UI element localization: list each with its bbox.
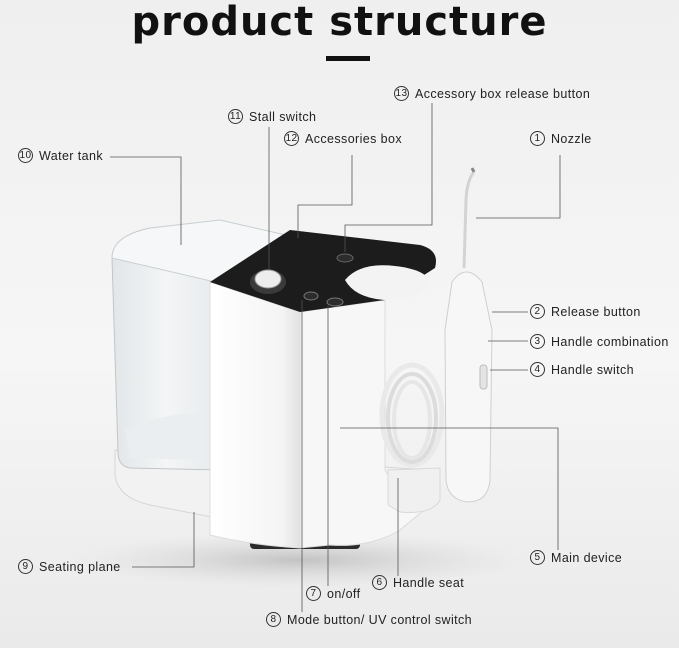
label-handle-seat: 6 Handle seat <box>372 575 464 590</box>
leader-accessory-release <box>345 103 432 252</box>
label-release-button: 2 Release button <box>530 304 641 319</box>
label-number: 7 <box>306 586 321 601</box>
label-number: 2 <box>530 304 545 319</box>
label-text: Nozzle <box>551 132 592 146</box>
handle-seat-block <box>388 468 440 513</box>
label-number: 3 <box>530 334 545 349</box>
label-on-off: 7 on/off <box>306 586 360 601</box>
handle-switch-button <box>480 365 487 389</box>
label-text: Seating plane <box>39 560 121 574</box>
label-text: Stall switch <box>249 110 316 124</box>
label-text: Accessories box <box>305 132 402 146</box>
nozzle-tip <box>472 168 474 172</box>
label-number: 13 <box>394 86 409 101</box>
label-stall-switch: 11 Stall switch <box>228 109 316 124</box>
label-number: 4 <box>530 362 545 377</box>
label-number: 9 <box>18 559 33 574</box>
label-number: 11 <box>228 109 243 124</box>
label-mode-button: 8 Mode button/ UV control switch <box>266 612 472 627</box>
label-accessory-release: 13 Accessory box release button <box>394 86 590 101</box>
label-text: Handle switch <box>551 363 634 377</box>
label-handle-combination: 3 Handle combination <box>530 334 669 349</box>
label-text: Mode button/ UV control switch <box>287 613 472 627</box>
label-number: 10 <box>18 148 33 163</box>
label-seating-plane: 9 Seating plane <box>18 559 121 574</box>
label-text: Accessory box release button <box>415 87 590 101</box>
mode-button <box>327 298 343 306</box>
nozzle-shape <box>464 172 474 268</box>
label-text: Main device <box>551 551 622 565</box>
label-handle-switch: 4 Handle switch <box>530 362 634 377</box>
label-nozzle: 1 Nozzle <box>530 131 592 146</box>
main-body <box>210 282 300 548</box>
label-text: Release button <box>551 305 641 319</box>
label-number: 12 <box>284 131 299 146</box>
stall-knob <box>255 270 281 288</box>
label-accessories-box: 12 Accessories box <box>284 131 402 146</box>
label-number: 8 <box>266 612 281 627</box>
label-main-device: 5 Main device <box>530 550 622 565</box>
label-text: Handle combination <box>551 335 669 349</box>
hose-coil-3 <box>394 382 430 458</box>
leader-accessories-box <box>298 155 352 238</box>
release-button-top <box>337 254 353 262</box>
label-text: on/off <box>327 587 360 601</box>
label-text: Water tank <box>39 149 103 163</box>
label-text: Handle seat <box>393 576 464 590</box>
label-number: 1 <box>530 131 545 146</box>
label-number: 6 <box>372 575 387 590</box>
label-number: 5 <box>530 550 545 565</box>
label-water-tank: 10 Water tank <box>18 148 103 163</box>
leader-nozzle <box>476 155 560 218</box>
on-off-button <box>304 292 318 300</box>
